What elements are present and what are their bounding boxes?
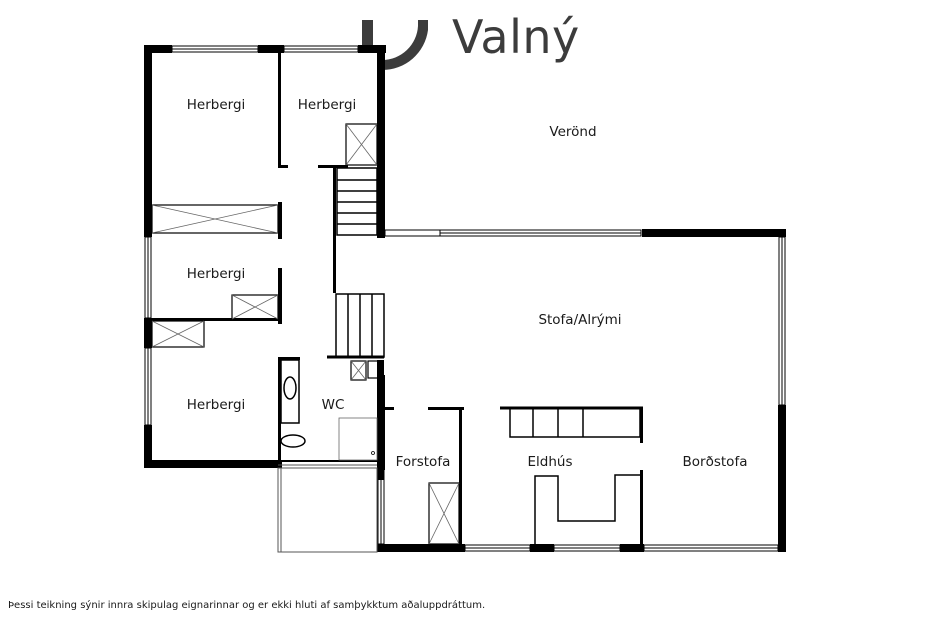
room-label-herbergi-1: Herbergi xyxy=(186,97,246,113)
porch xyxy=(277,464,378,553)
interior-walls xyxy=(152,53,643,544)
room-label-forstofa: Forstofa xyxy=(395,454,451,470)
room-label-veronda: Verönd xyxy=(549,124,597,140)
stairs-lower xyxy=(327,293,385,359)
brand-logo-text: Valný xyxy=(452,10,580,64)
room-label-bordstofa: Borðstofa xyxy=(682,454,748,470)
windows xyxy=(144,45,786,552)
exterior-walls xyxy=(144,45,786,552)
room-label-eldhus: Eldhús xyxy=(527,454,573,470)
kitchen-fixtures xyxy=(500,406,643,544)
room-label-herbergi-4: Herbergi xyxy=(186,397,246,413)
room-label-herbergi-2: Herbergi xyxy=(297,97,357,113)
logo-mark-icon xyxy=(362,20,428,71)
room-label-wc: WC xyxy=(321,397,345,413)
room-label-herbergi-3: Herbergi xyxy=(186,266,246,282)
wc-fixtures xyxy=(280,359,378,461)
disclaimer-note: Þessi teikning sýnir innra skipulag eign… xyxy=(8,600,486,611)
room-label-stofa: Stofa/Alrými xyxy=(538,312,622,328)
stairs-upper xyxy=(336,167,378,236)
wardrobes xyxy=(151,123,460,545)
